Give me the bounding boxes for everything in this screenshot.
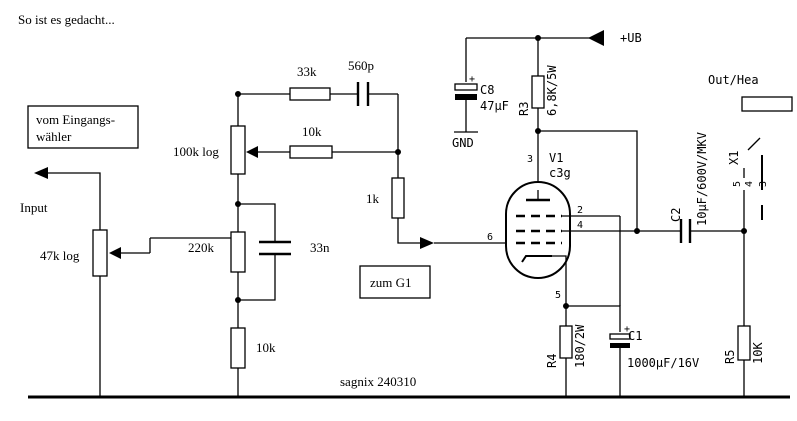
resistor-33k <box>289 87 331 101</box>
svg-text:+: + <box>624 324 630 335</box>
resistor-r3 <box>531 75 545 109</box>
wiper-arrow-47k <box>109 247 121 259</box>
r5-value: 10K <box>751 342 765 364</box>
signature: sagnix 240310 <box>340 374 416 389</box>
supply-arrow <box>588 30 604 46</box>
grid-box: zum G1 <box>359 265 431 299</box>
output-connector <box>741 96 793 112</box>
resistor-r5 <box>737 325 751 361</box>
x1-name: X1 <box>727 151 741 165</box>
cap-33n-label: 33n <box>310 240 330 255</box>
source-box-line1: vom Eingangs- <box>36 112 115 127</box>
tone-network: 100k log 10k 33k 560p 1k 220k <box>150 58 505 397</box>
caption: So ist es gedacht... <box>18 12 115 27</box>
resistor-10k-bottom <box>230 327 246 369</box>
r4-value: 180/2W <box>573 324 587 368</box>
c8-value: 47µF <box>480 99 509 113</box>
output-section: C2 10µF/600V/MKV R5 10K X1 5 4 3 Out/Hea <box>634 73 793 397</box>
resistor-220k-label: 220k <box>188 240 215 255</box>
wiper-arrow-100k <box>246 146 258 158</box>
pin-2: 2 <box>577 205 583 216</box>
c2-value: 10µF/600V/MKV <box>695 132 709 226</box>
c8-name: C8 <box>480 83 494 97</box>
r4-name: R4 <box>545 354 559 368</box>
pin-4: 4 <box>577 220 583 231</box>
tube-v1: V1 c3g 2 4 6 5 <box>487 151 637 306</box>
input-section: Input 47k log <box>20 167 151 397</box>
r3-name: R3 <box>517 102 531 116</box>
c1-value: 1000µF/16V <box>627 356 699 370</box>
gnd-label: GND <box>452 136 474 150</box>
jack-pin-3: 3 <box>758 181 769 187</box>
pin-5: 5 <box>555 290 561 301</box>
resistor-33k-label: 33k <box>297 64 317 79</box>
pin-3: 3 <box>527 154 533 165</box>
source-box: vom Eingangs- wähler <box>27 105 139 149</box>
pot-47k-label: 47k log <box>40 248 80 263</box>
cap-c1 <box>609 333 631 340</box>
v1-type: c3g <box>549 166 571 180</box>
resistor-220k <box>230 231 246 273</box>
pot-100k <box>230 125 246 175</box>
grid-arrow <box>420 237 434 249</box>
jack-pin-5: 5 <box>732 181 743 187</box>
r5-name: R5 <box>723 350 737 364</box>
grid-box-label: zum G1 <box>370 275 412 290</box>
resistor-10k-bottom-label: 10k <box>256 340 276 355</box>
resistor-10k-fb <box>289 145 333 159</box>
supply-label: +UB <box>620 31 642 45</box>
input-label: Input <box>20 200 48 215</box>
source-box-line2: wähler <box>36 129 72 144</box>
cathode-section: R4 180/2W + C1 1000µF/16V <box>545 216 699 397</box>
pot-100k-label: 100k log <box>173 144 219 159</box>
anode-section: R3 6,8K/5W 3 <box>517 38 638 231</box>
cap-560p-label: 560p <box>348 58 374 73</box>
c2-name: C2 <box>669 208 683 222</box>
svg-text:+: + <box>469 74 475 85</box>
resistor-r4 <box>559 325 573 359</box>
resistor-10k-fb-label: 10k <box>302 124 322 139</box>
resistor-1k-label: 1k <box>366 191 380 206</box>
pin-6: 6 <box>487 232 493 243</box>
jack-pin-4: 4 <box>744 181 755 187</box>
supply-section: +UB + C8 47µF GND <box>452 30 642 150</box>
r3-value: 6,8K/5W <box>545 65 559 116</box>
c1-name: C1 <box>628 329 642 343</box>
pot-47k <box>92 229 108 277</box>
v1-name: V1 <box>549 151 563 165</box>
cap-c8 <box>454 83 478 91</box>
output-label: Out/Hea <box>708 73 759 87</box>
resistor-1k <box>391 177 405 219</box>
